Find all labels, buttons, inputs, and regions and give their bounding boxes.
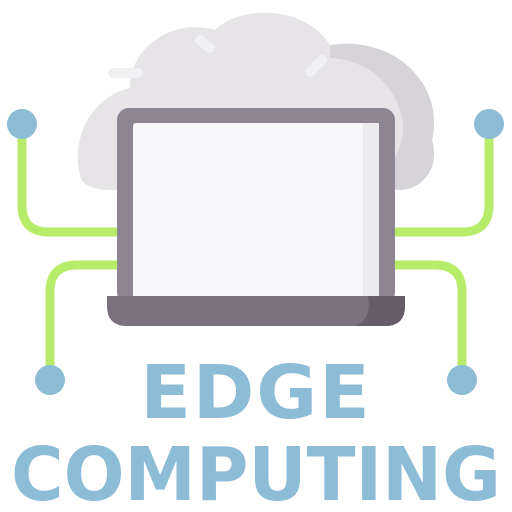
caption-line-edge: EDGE — [140, 350, 371, 436]
network-nodes — [7, 109, 504, 395]
network-lines-icon — [17, 120, 494, 383]
node-top-right — [474, 109, 504, 139]
cloud-highlight-3 — [305, 55, 327, 77]
wire-top-left — [17, 120, 130, 237]
node-bottom-right — [447, 365, 477, 395]
cloud-shade — [330, 43, 435, 191]
node-top-left — [7, 109, 37, 139]
wire-bottom-right — [383, 260, 467, 383]
wire-bottom-left — [45, 260, 130, 383]
wire-top-right — [383, 120, 494, 237]
laptop-icon — [107, 108, 405, 326]
laptop-screen — [133, 123, 379, 301]
caption: EDGE COMPUTING — [11, 350, 501, 512]
cloud-highlight-2 — [195, 35, 215, 53]
laptop-screen-shade — [363, 123, 379, 301]
laptop-base — [107, 296, 405, 326]
laptop-base-shade — [355, 296, 405, 326]
node-bottom-left — [35, 365, 65, 395]
caption-line-computing: COMPUTING — [11, 432, 501, 512]
